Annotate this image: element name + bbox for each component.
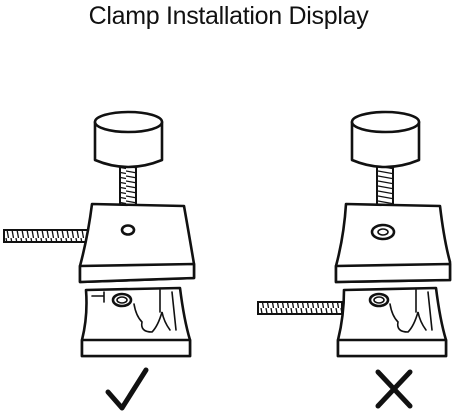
upper-jaw [334,202,452,284]
check-mark-icon [105,367,149,411]
lower-jaw [80,286,192,358]
horizontal-screw [257,301,343,315]
vertical-screw [350,110,421,219]
clamp-correct-installation [3,110,196,411]
lower-jaw [336,286,448,358]
upper-jaw [78,202,196,284]
vertical-screw [93,110,164,217]
cross-mark-icon [375,369,413,409]
diagram-title: Clamp Installation Display [88,2,369,30]
clamp-incorrect-installation [257,110,452,409]
horizontal-screw [3,229,91,243]
